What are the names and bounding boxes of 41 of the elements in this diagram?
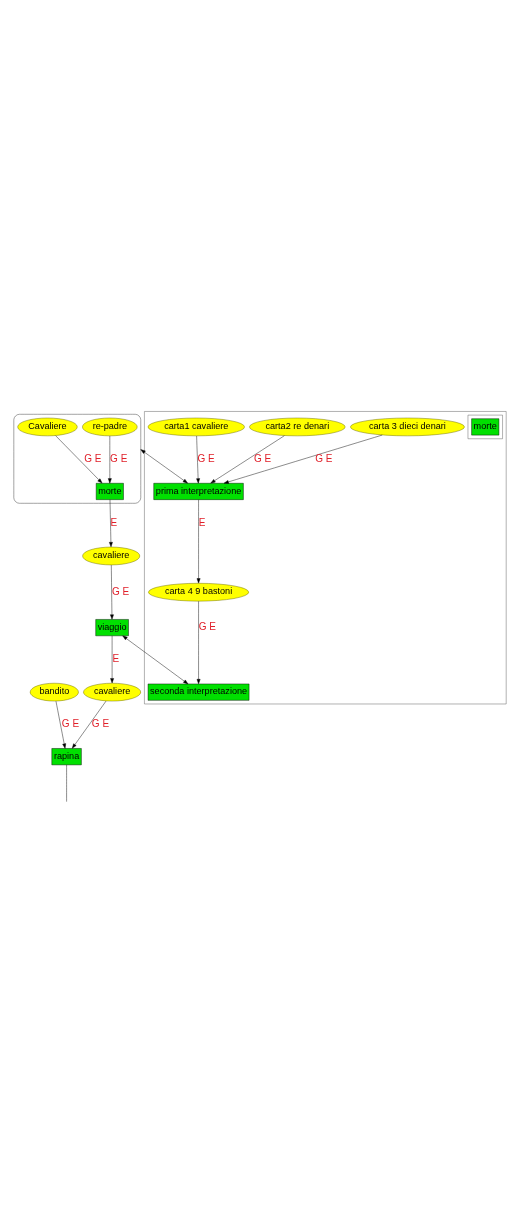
arrow [196, 499, 201, 583]
node-ellipse: re-padre [82, 417, 138, 436]
edge-label: G E [253, 452, 272, 464]
edge-label: G E [198, 620, 217, 632]
node-box: prima interpretazione [153, 482, 244, 500]
node-ellipse: cavaliere [83, 682, 141, 701]
edge-label: G E [110, 452, 128, 464]
edge-label: G E [91, 717, 110, 729]
arrow [72, 700, 107, 749]
node-ellipse: carta1 cavaliere [147, 417, 245, 436]
edge-label: G E [84, 452, 102, 464]
arrow [109, 499, 113, 547]
node-ellipse: bandito [29, 682, 79, 701]
arrow [210, 434, 285, 483]
arrow [122, 635, 189, 684]
node-ellipse: carta2 re denari [249, 417, 346, 436]
edge-label: E [110, 516, 118, 528]
arrow [196, 600, 201, 684]
edge-label: E [198, 516, 206, 528]
arrow [55, 700, 66, 749]
node-box: morte [95, 482, 124, 500]
node-ellipse: carta 4 9 bastoni [148, 582, 249, 601]
edge-label: G E [111, 585, 130, 597]
edge-label: G E [315, 452, 333, 464]
arrow [110, 635, 114, 683]
arrow [55, 434, 103, 483]
node-box: seconda interpretazione [147, 683, 250, 701]
edge-label: E [112, 652, 120, 664]
arrow [108, 435, 112, 483]
edge-label: G E [61, 717, 80, 729]
arrow [223, 434, 383, 484]
arrow [140, 448, 188, 483]
arrow [110, 564, 114, 619]
node-ellipse: cavaliere [82, 546, 141, 565]
node-box: rapina [51, 747, 82, 765]
node-ellipse: carta 3 dieci denari [350, 417, 465, 436]
node-ellipse: Cavaliere [17, 417, 78, 436]
node-box: morte [471, 418, 500, 435]
edge-label: G E [197, 452, 215, 464]
node-box: viaggio [95, 618, 129, 636]
arrow [196, 435, 200, 483]
